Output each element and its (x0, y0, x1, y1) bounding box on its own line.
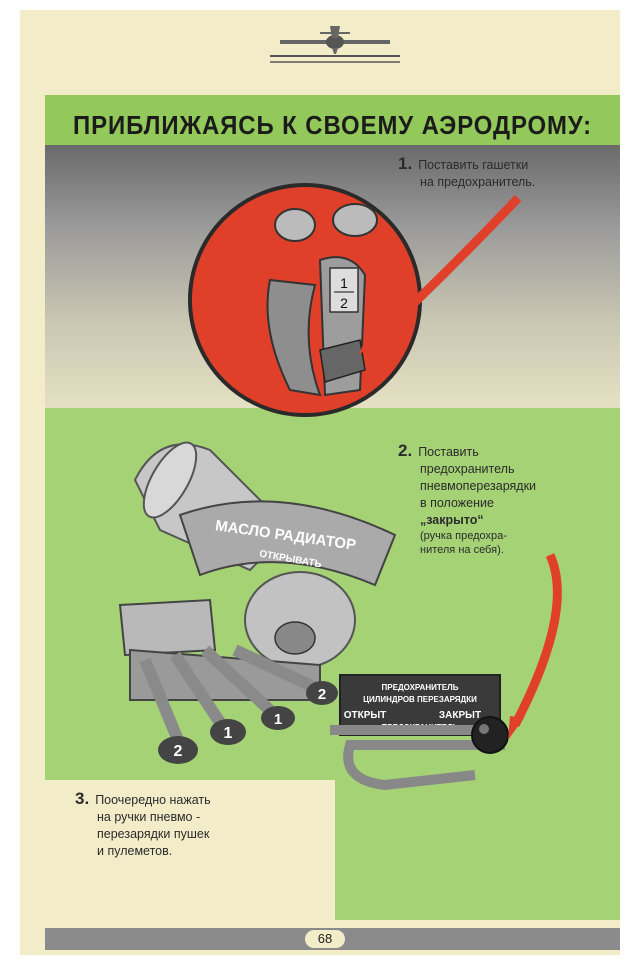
step-3-line1: Поочередно нажать (95, 793, 211, 807)
step-2-line5: „закрыто“ (420, 513, 484, 527)
step-3-caption: 3. Поочередно нажать на ручки пневмо - пе… (75, 790, 211, 860)
recharge-handles-illustration: 2 1 1 2 (118, 598, 338, 764)
step-2-line4: в положение (420, 496, 494, 510)
trigger-label-1: 1 (340, 275, 348, 291)
step-3-line4: и пулеметов. (97, 844, 173, 858)
handle-label-d: 2 (318, 686, 326, 703)
step-1-line1: Поставить гашетки (418, 158, 529, 172)
step-2-note1: (ручка предохра- (420, 530, 507, 542)
step-2-number: 2. (398, 441, 413, 460)
step-2-line1: Поставить (418, 445, 479, 459)
plate-open: ОТКРЫТ (344, 710, 387, 721)
step-2-line2: предохранитель (420, 462, 515, 476)
safety-plate-illustration: ПРЕДОХРАНИТЕЛЬ ЦИЛИНДРОВ ПЕРЕЗАРЯДКИ ОТК… (330, 674, 509, 791)
page-number: 68 (305, 930, 345, 948)
step-2-line3: пневмоперезарядки (420, 479, 537, 493)
airplane-icon (270, 26, 400, 63)
plate-line2: ЦИЛИНДРОВ ПЕРЕЗАРЯДКИ (363, 695, 477, 704)
illustrations: 1 2 МАСЛО РАДИАТОР ОТКРЫВАТЬ 2 (118, 183, 562, 791)
step-2-note2: нителя на себя). (420, 544, 504, 556)
plate-line1: ПРЕДОХРАНИТЕЛЬ (382, 683, 459, 692)
arrow-1 (366, 194, 522, 349)
page-title: ПРИБЛИЖАЯСЬ К СВОЕМУ АЭРОДРОМУ: (73, 109, 592, 140)
step-1-number: 1. (398, 154, 413, 173)
bottom-left-panel (45, 780, 335, 920)
step-3-number: 3. (75, 789, 90, 808)
step-3-line3: перезарядки пушек (97, 827, 210, 841)
step-1-line2: на предохранитель. (420, 175, 536, 189)
step-2-caption: 2. Поставить предохранитель пневмоперезар… (398, 442, 536, 557)
step-3-line2: на ручки пневмо - (97, 810, 201, 824)
handle-label-a: 2 (174, 743, 183, 760)
step-1-caption: 1. Поставить гашетки на предохранитель. (398, 155, 535, 191)
handle-label-b: 1 (224, 725, 233, 742)
page: ПРИБЛИЖАЯСЬ К СВОЕМУ АЭРОДРОМУ: 1 2 МАСЛ… (20, 10, 620, 955)
trigger-label-2: 2 (340, 295, 348, 311)
arrow-2 (511, 553, 562, 728)
handle-label-c: 1 (274, 711, 282, 728)
trigger-grip-illustration: 1 2 (266, 203, 378, 397)
radiator-control-illustration: МАСЛО РАДИАТОР ОТКРЫВАТЬ (133, 441, 397, 669)
plate-closed: ЗАКРЫТ (439, 710, 481, 721)
